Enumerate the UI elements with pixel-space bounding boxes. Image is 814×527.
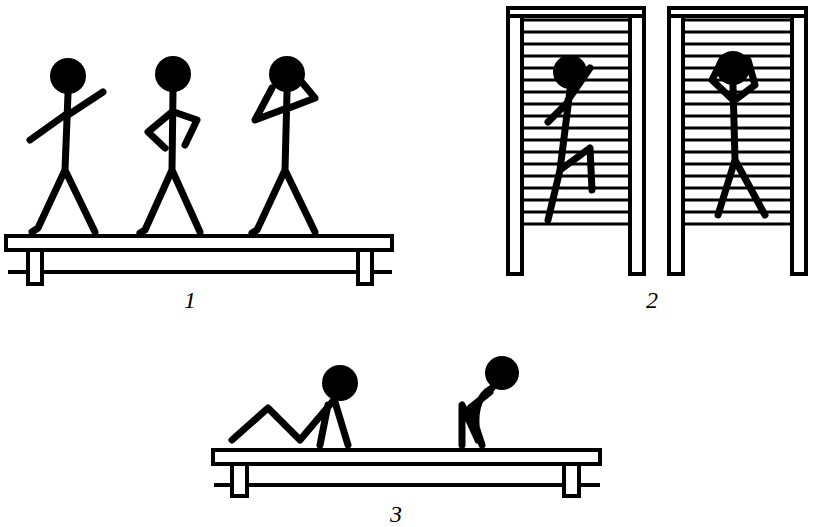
panel-number: 1 <box>184 288 196 312</box>
walking-figures <box>30 56 315 233</box>
panel-number: 2 <box>646 288 658 312</box>
bench <box>6 236 392 284</box>
bench <box>213 450 600 496</box>
panel-number: 3 <box>390 502 402 526</box>
wall-bars <box>508 8 806 274</box>
exercise-figures <box>232 356 519 445</box>
climbing-figures <box>548 51 765 220</box>
